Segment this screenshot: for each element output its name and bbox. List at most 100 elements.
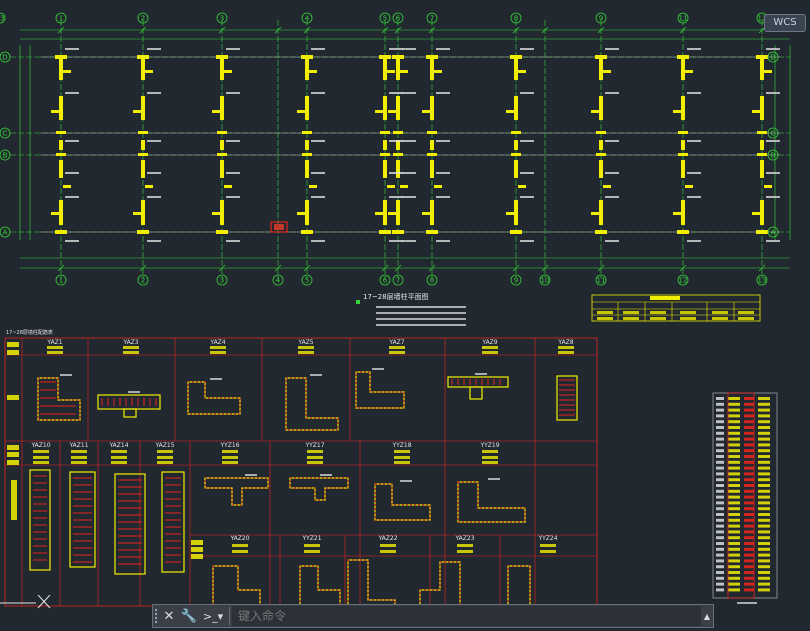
floor-grade bbox=[758, 426, 770, 429]
wall-column bbox=[681, 57, 685, 80]
section-rebar bbox=[204, 477, 269, 506]
floor-number bbox=[716, 466, 724, 470]
floor-number bbox=[716, 501, 724, 505]
wall-column bbox=[217, 153, 227, 156]
floor-height-table bbox=[712, 392, 778, 604]
wall-column bbox=[305, 57, 309, 80]
close-icon[interactable]: ✕ bbox=[163, 608, 175, 624]
column-tag bbox=[766, 172, 780, 174]
axis-bubble bbox=[301, 274, 313, 286]
column-tag bbox=[389, 172, 403, 174]
plan-notes: 17~28层墙柱平面图 bbox=[356, 292, 466, 326]
section-rebar bbox=[285, 377, 339, 431]
axis-bubble-label: 13 bbox=[0, 15, 4, 23]
floor-height bbox=[744, 431, 754, 435]
column-tag bbox=[402, 140, 416, 142]
dimension-tick bbox=[274, 26, 282, 34]
wall-column bbox=[297, 110, 305, 113]
column-tag bbox=[389, 140, 403, 142]
axis-bubble-label: 10 bbox=[541, 277, 550, 285]
command-input[interactable] bbox=[232, 606, 701, 626]
column-tag bbox=[147, 140, 161, 142]
dimension-tick bbox=[139, 26, 147, 34]
wall-column bbox=[51, 110, 59, 113]
floor-elevation bbox=[728, 455, 740, 458]
wall-column bbox=[681, 160, 685, 178]
wall-column bbox=[383, 160, 387, 178]
axis-bubble-label: 8 bbox=[514, 15, 518, 23]
dimension-tick bbox=[57, 26, 65, 34]
wall-column bbox=[681, 140, 685, 150]
dimension-tick bbox=[512, 26, 520, 34]
row-header-text bbox=[7, 445, 19, 450]
wall-column bbox=[760, 96, 764, 120]
section-outline bbox=[161, 471, 185, 573]
wall-column bbox=[510, 55, 522, 59]
axis-bubble bbox=[216, 274, 228, 286]
floor-elevation bbox=[728, 542, 740, 545]
axis-bubble-label: B bbox=[3, 152, 8, 160]
wall-column bbox=[396, 96, 400, 120]
wall-column bbox=[145, 185, 153, 188]
axis-bubble-label: D bbox=[2, 54, 7, 62]
spec-text bbox=[71, 450, 87, 453]
axis-bubble bbox=[539, 274, 551, 286]
schedule-column-id: YAZ22 bbox=[377, 535, 397, 542]
column-tag bbox=[402, 172, 416, 174]
wall-column bbox=[220, 140, 224, 150]
column-tag bbox=[402, 196, 416, 198]
schedule-title: 17~28层墙柱配筋表 bbox=[6, 329, 53, 336]
floor-height bbox=[744, 559, 754, 563]
viewcube-wcs-label[interactable]: WCS bbox=[764, 14, 806, 32]
wall-column bbox=[685, 185, 693, 188]
wall-column bbox=[430, 140, 434, 150]
wall-column bbox=[392, 230, 404, 234]
schedule-column-id: YAZ9 bbox=[481, 339, 497, 346]
axis-bubble-label: 2 bbox=[141, 277, 145, 285]
section-outline bbox=[69, 471, 96, 568]
recent-commands-icon[interactable]: >_▾ bbox=[202, 609, 224, 623]
wall-column bbox=[591, 212, 599, 215]
floor-height bbox=[744, 524, 754, 528]
axis-bubble bbox=[595, 12, 607, 24]
wall-column bbox=[752, 110, 760, 113]
spec-text bbox=[47, 351, 63, 354]
wall-column bbox=[430, 96, 434, 120]
section-rebar bbox=[374, 483, 431, 521]
spec-text bbox=[457, 550, 473, 553]
wall-column bbox=[59, 200, 63, 225]
floor-number bbox=[716, 571, 724, 574]
floor-number bbox=[716, 431, 724, 435]
floor-elevation bbox=[728, 420, 740, 424]
wall-column bbox=[396, 57, 400, 80]
spec-text bbox=[307, 456, 323, 459]
section-outline bbox=[285, 377, 339, 431]
spec-text bbox=[482, 450, 498, 453]
floor-number bbox=[716, 449, 724, 453]
wall-column bbox=[141, 140, 145, 150]
table-border bbox=[591, 294, 761, 322]
axis-bubble-label: 11 bbox=[679, 15, 688, 23]
wall-column bbox=[56, 153, 66, 156]
scroll-up-icon[interactable]: ▲ bbox=[703, 611, 711, 621]
wrench-icon[interactable]: 🔧 bbox=[180, 608, 198, 624]
spec-text bbox=[304, 550, 320, 553]
floor-grade bbox=[758, 588, 770, 592]
axis-bubble bbox=[0, 226, 11, 238]
axis-bubble bbox=[595, 274, 607, 286]
wall-column bbox=[603, 185, 611, 188]
floor-number bbox=[716, 536, 724, 540]
wall-column bbox=[217, 131, 227, 134]
floor-elevation bbox=[728, 397, 740, 400]
drag-handle-icon[interactable] bbox=[153, 605, 159, 627]
column-tag bbox=[311, 92, 325, 94]
wall-column bbox=[756, 55, 768, 59]
axis-bubble-label: A bbox=[771, 229, 776, 237]
spec-text bbox=[111, 450, 127, 453]
floor-number bbox=[716, 542, 724, 545]
wall-column bbox=[220, 57, 224, 80]
floor-height bbox=[744, 495, 754, 499]
floor-number bbox=[716, 478, 724, 482]
wall-column bbox=[434, 185, 442, 188]
